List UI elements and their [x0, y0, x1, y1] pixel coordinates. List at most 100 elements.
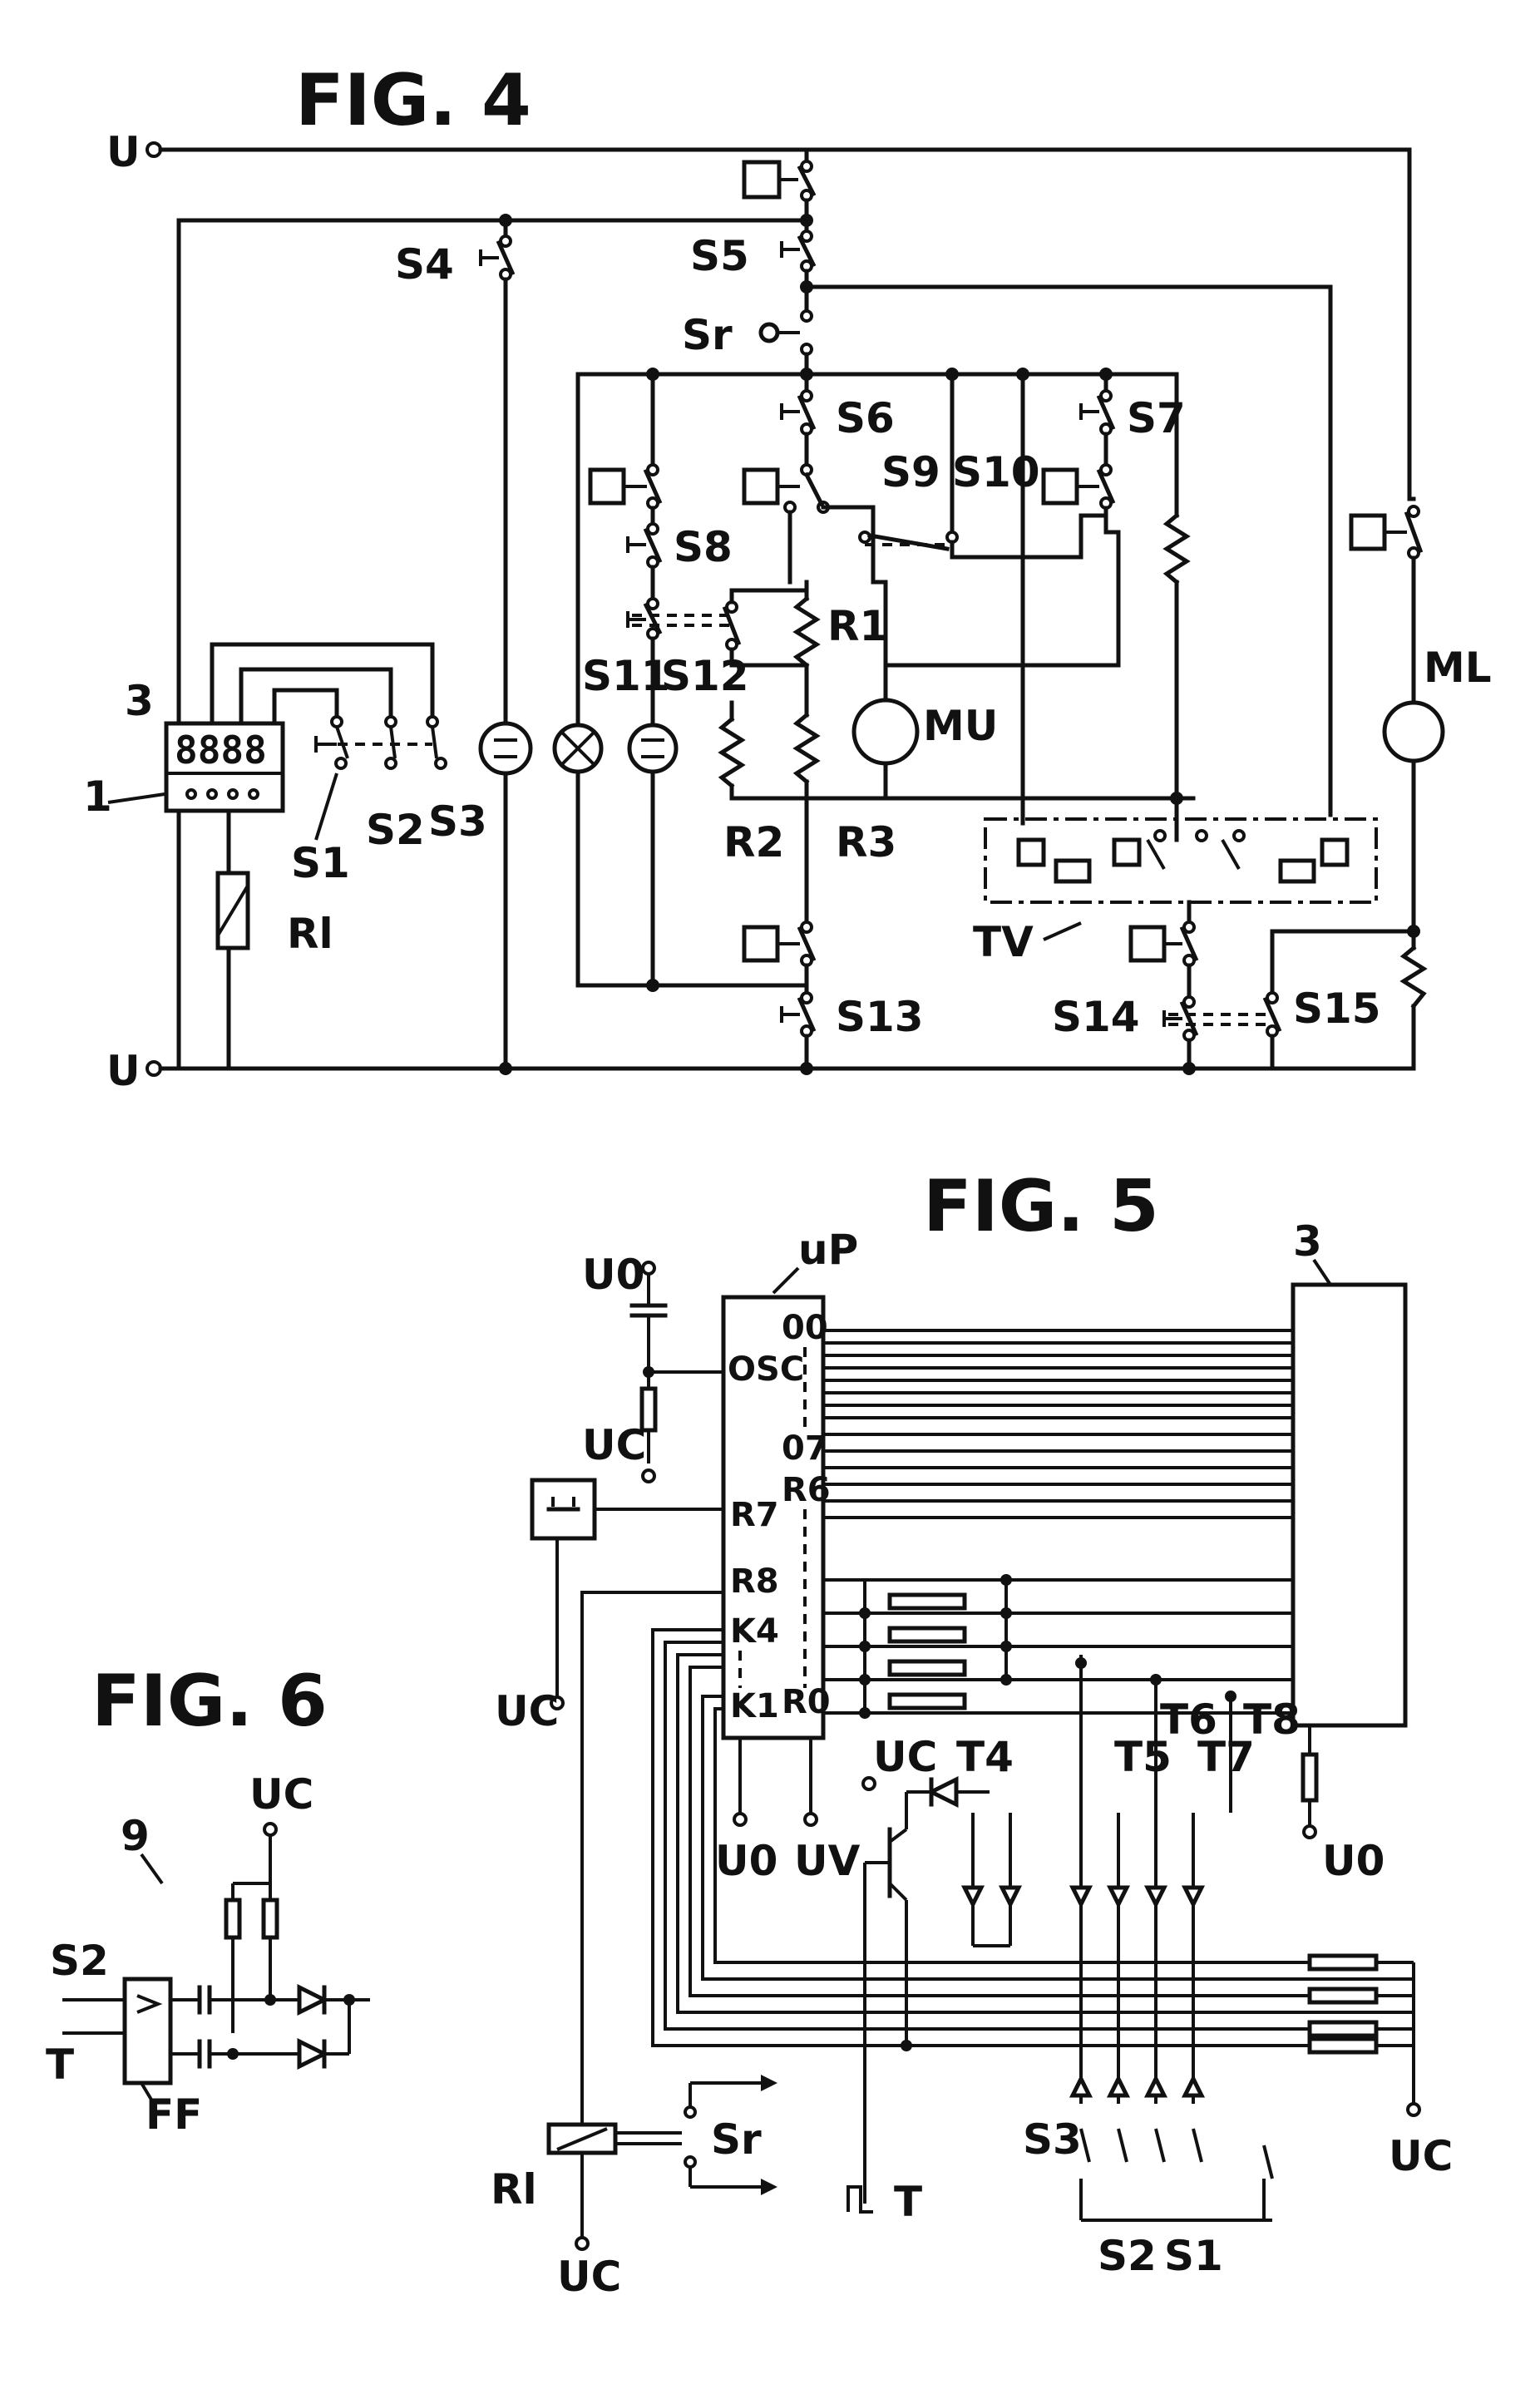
- fig6-title: FIG. 6: [91, 1660, 328, 1743]
- capacitor-icon: [629, 725, 676, 772]
- ml-label: ML: [1424, 644, 1492, 692]
- diode-icon: [1073, 2079, 1089, 2095]
- s13-label: S13: [836, 993, 924, 1041]
- r3-label: R3: [836, 818, 896, 866]
- fig5-sr-label: Sr: [711, 2115, 762, 2164]
- resistor-icon: [1303, 1755, 1316, 1800]
- s2-label: S2: [366, 806, 425, 854]
- mu-label: MU: [923, 702, 998, 750]
- thermal-switch-icon: [590, 470, 624, 503]
- timer-coil-icon: [1019, 840, 1044, 865]
- resistor-icon: [890, 1628, 965, 1641]
- flipflop-ff-box: [125, 1979, 170, 2083]
- s12-label: S12: [661, 652, 749, 700]
- diode-icon: [1148, 1888, 1164, 1904]
- diode-icon: [965, 1888, 981, 1904]
- data-bus-lines: [823, 1330, 1293, 1518]
- s4-label: S4: [395, 240, 454, 289]
- supply-uv-label: UV: [794, 1837, 861, 1885]
- fig5-s2-label: S2: [1098, 2232, 1157, 2280]
- diode-icon: [1073, 1888, 1089, 1904]
- supply-uc-label-relay: UC: [557, 2253, 621, 2301]
- pulse-t-label: T: [894, 2178, 922, 2226]
- thermal-switch-icon: [1351, 516, 1385, 549]
- resistor-icon: [264, 1900, 277, 1937]
- diode-icon: [299, 1987, 324, 2012]
- display-ref-label: 3: [125, 677, 154, 725]
- keypad-matrix: [965, 1813, 1272, 2220]
- resistor-icon: [890, 1595, 965, 1608]
- timer-coil-icon: [1281, 861, 1314, 881]
- s1-label: S1: [291, 839, 350, 887]
- relay-rl-label: Rl: [287, 910, 333, 958]
- timer-coil-icon: [1056, 861, 1089, 881]
- resistor-icon: [1310, 2022, 1376, 2036]
- diode-icon: [931, 1779, 956, 1804]
- sr-label: Sr: [682, 311, 733, 359]
- pin-r0: R0: [782, 1683, 831, 1721]
- diode-icon: [1185, 1888, 1202, 1904]
- s14-label: S14: [1052, 993, 1140, 1041]
- r1-label: R1: [827, 602, 888, 650]
- s9-label: S9: [881, 448, 940, 496]
- thermal-switch-icon: [744, 162, 779, 197]
- s11-label: S11: [582, 652, 670, 700]
- diode-icon: [1185, 2079, 1202, 2095]
- fig6-t-label: T: [46, 2041, 74, 2089]
- display-digits: 8888: [175, 728, 267, 772]
- fig5-circuit: FIG. 5 uP OSC R7 R8 K4 K1 00 07 R6 R0 3: [491, 1165, 1453, 2301]
- fig5-display-ref: 3: [1293, 1217, 1322, 1266]
- resistor-icon: [1310, 2039, 1376, 2052]
- resistor-icon: [226, 1900, 239, 1937]
- motor-ml-icon: [1385, 703, 1443, 761]
- unit-ref-label: 1: [83, 772, 112, 821]
- thermal-switch-icon: [1131, 927, 1164, 960]
- timer-coil-icon: [1322, 840, 1347, 865]
- s6-label: S6: [836, 394, 895, 442]
- s15-label: S15: [1293, 985, 1381, 1033]
- resistor-icon: [1310, 1989, 1376, 2002]
- rail-u-top-label: U: [106, 128, 141, 176]
- pulse-icon: [848, 2187, 873, 2212]
- fig6-s2-label: S2: [50, 1937, 109, 1985]
- diode-icon: [1110, 1888, 1127, 1904]
- fig6-ff-label: FF: [146, 2090, 202, 2139]
- pin-osc: OSC: [728, 1350, 804, 1389]
- fig5-title: FIG. 5: [923, 1165, 1159, 1248]
- s8-label: S8: [674, 523, 733, 571]
- diode-icon: [1110, 2079, 1127, 2095]
- supply-uc-label-pullup: UC: [1389, 2132, 1453, 2180]
- fig5-s3-label: S3: [1023, 2115, 1082, 2164]
- diode-icon: [1002, 1888, 1019, 1904]
- pin-00: 00: [782, 1309, 828, 1347]
- fig5-relay-label: Rl: [491, 2165, 537, 2214]
- rail-u-bottom-label: U: [106, 1047, 141, 1095]
- timer-coil-icon: [1114, 840, 1139, 865]
- thermal-switch-icon: [744, 470, 777, 503]
- diode-icon: [299, 2041, 324, 2066]
- up-label: uP: [798, 1226, 858, 1274]
- tv-label: TV: [973, 918, 1034, 966]
- display-block: [1293, 1285, 1405, 1725]
- pin-r8: R8: [730, 1562, 779, 1601]
- diode-icon: [1148, 2079, 1164, 2095]
- supply-u0-label-up: U0: [715, 1837, 777, 1885]
- s5-label: S5: [690, 232, 749, 280]
- fig6-ref-label: 9: [121, 1812, 150, 1860]
- fig6-uc-label: UC: [249, 1770, 313, 1819]
- s3-label: S3: [428, 797, 487, 846]
- supply-uc-label-osc: UC: [582, 1421, 646, 1469]
- thermal-switch-icon: [1044, 470, 1077, 503]
- supply-uc-label-t4: UC: [873, 1733, 937, 1781]
- supply-uc-label-r7: UC: [495, 1687, 559, 1735]
- s10-label: S10: [952, 448, 1040, 496]
- pin-r6: R6: [782, 1471, 831, 1509]
- thermal-switch-icon: [744, 927, 777, 960]
- r2-label: R2: [723, 818, 784, 866]
- supply-u0-label: U0: [582, 1251, 644, 1299]
- pin-r7: R7: [730, 1496, 779, 1534]
- t8-label: T8: [1243, 1695, 1301, 1744]
- supply-u0-label-display: U0: [1322, 1837, 1385, 1885]
